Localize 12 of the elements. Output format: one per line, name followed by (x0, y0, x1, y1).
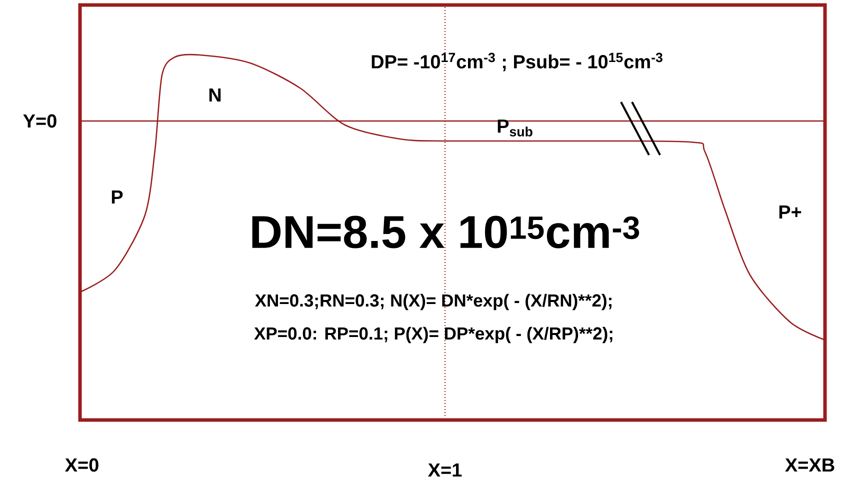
axis-label: XN=0.3;RN=0.3; N(X)= DN*exp( - (X/RN)**2); (255, 294, 612, 310)
axis-label: P (112, 190, 123, 204)
axis-label: P$_{sub}$ (498, 120, 532, 136)
axis-label: N (209, 88, 221, 102)
axis-label: X=0 (65, 458, 98, 472)
axis-label: XP=0.0: RP=0.1; P(X)= DP*exp( - (X/RP)**2); (254, 326, 612, 344)
axis-label: X=1 (428, 463, 462, 477)
axis-label: DP= -10$^{17}$cm$^{-3}$ ; Psub= - 10$^{15}$cm$^{-3}$ (372, 52, 662, 72)
axis-label: Y=0 (23, 114, 56, 128)
axis-label: DN=8.5 x 10$^{15}$cm$^{-3}$ (252, 216, 640, 248)
axis-label: X=XB (785, 458, 834, 472)
axis-label: P+ (779, 205, 802, 219)
